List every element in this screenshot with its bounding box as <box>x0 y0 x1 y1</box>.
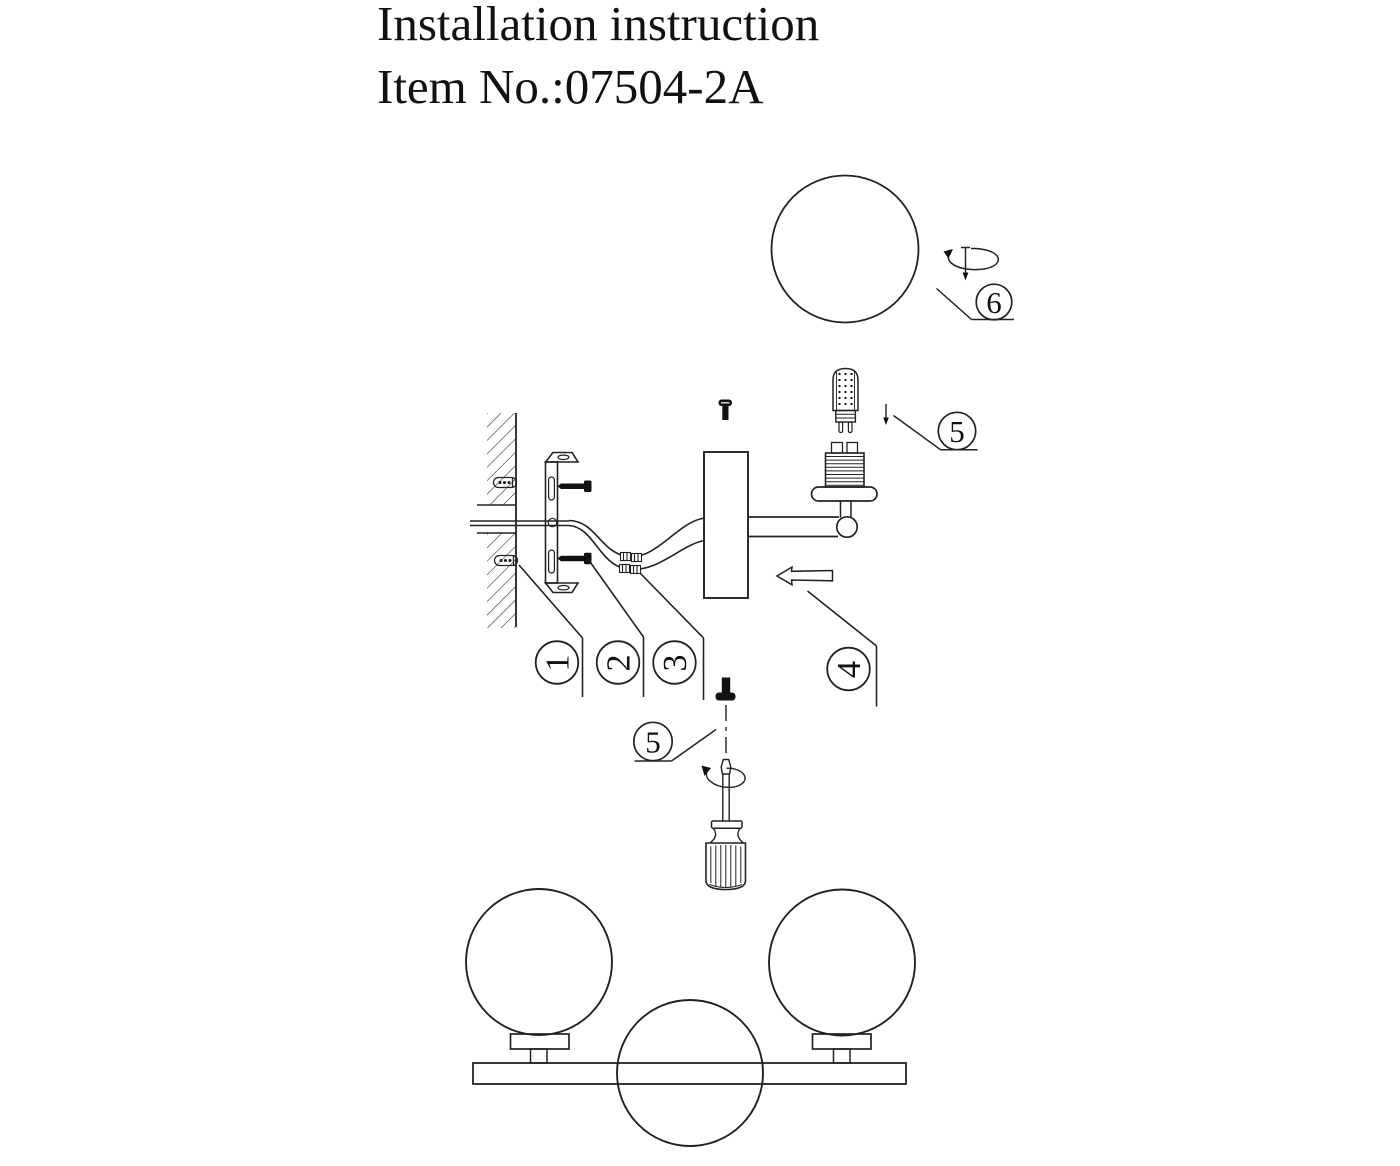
callout-3-number: 3 <box>657 655 694 672</box>
screwdriver-handle <box>705 842 747 891</box>
fixture-base-bar <box>472 1062 907 1085</box>
title-block: Installation instruction Item No.:07504-… <box>377 0 819 118</box>
arm-ball-joint <box>835 515 859 539</box>
callout-2-badge <box>595 640 641 685</box>
glass-globe-left <box>465 888 613 1036</box>
assembled-fixture <box>465 888 916 1147</box>
rotate-screw-icon <box>943 246 1000 281</box>
arrow-left-icon <box>775 565 834 587</box>
callout-6-badge <box>975 283 1013 321</box>
screwdriver <box>701 758 747 891</box>
g9-led-bulb <box>832 367 859 434</box>
callout-5-bottom: 5 <box>632 721 717 762</box>
bracket-slot-top <box>547 476 555 501</box>
canopy-plate <box>703 451 749 599</box>
mounting-bracket <box>543 451 580 594</box>
wire-connectors <box>618 551 643 575</box>
bracket-slot-bottom <box>547 549 555 574</box>
callout-4-badge <box>826 646 871 692</box>
left-globe-stem <box>529 1048 548 1064</box>
callout-4-number: 4 <box>831 661 868 678</box>
callout-5-bottom-number: 5 <box>645 725 661 760</box>
bracket-bottom-flange <box>543 582 580 594</box>
callout-6-number: 6 <box>986 285 1002 320</box>
right-globe-stem <box>832 1048 851 1064</box>
callout-5-top-number: 5 <box>949 414 965 449</box>
rotate-arrow-icon <box>701 765 746 789</box>
globe-holder-disc <box>810 486 878 502</box>
glass-globe-right <box>768 888 916 1037</box>
lamp-socket <box>824 441 865 488</box>
page-title: Installation instruction <box>377 0 820 51</box>
led-chip-dots <box>838 373 853 405</box>
callout-2: 2 <box>587 558 645 697</box>
bulb-pin-left <box>838 421 844 434</box>
glass-globe-top <box>770 174 920 324</box>
mains-wire-rod <box>470 520 569 527</box>
wall-hatch-upper <box>487 413 516 505</box>
bulb-pin-right <box>847 421 853 434</box>
item-number: Item No.:07504-2A <box>377 59 764 114</box>
glass-globe-center <box>616 999 764 1147</box>
callout-1-badge <box>534 640 580 685</box>
bracket-top-flange <box>543 451 580 463</box>
bracket-screw-top <box>557 480 592 492</box>
callout-3-badge <box>652 640 697 685</box>
wall-section <box>477 413 519 628</box>
screwdriver-ferrule <box>710 820 743 829</box>
lamp-arm <box>748 486 878 539</box>
callout-1-number: 1 <box>540 655 577 672</box>
callout-2-number: 2 <box>601 655 638 672</box>
callout-5-top: 5 <box>893 411 978 451</box>
wall-anchor-top <box>492 476 518 489</box>
wall-hatch-lower <box>487 533 516 628</box>
callout-1: 1 <box>518 564 584 697</box>
bracket-screw-bottom <box>557 552 592 565</box>
screwdriver-blade-tip <box>720 758 732 775</box>
callout-5-bottom-badge <box>632 721 674 762</box>
callout-5-top-badge <box>937 411 977 451</box>
callout-6: 6 <box>936 283 1014 321</box>
canopy-screw-top <box>718 399 732 420</box>
arrow-down-icon <box>883 404 889 425</box>
wall-anchor-bottom <box>493 554 519 567</box>
callout-3: 3 <box>639 572 705 700</box>
left-globe-collar <box>509 1033 570 1050</box>
canopy-screw-bottom <box>715 677 736 701</box>
callout-4: 4 <box>807 590 878 707</box>
bracket-wire-hole <box>547 517 558 528</box>
